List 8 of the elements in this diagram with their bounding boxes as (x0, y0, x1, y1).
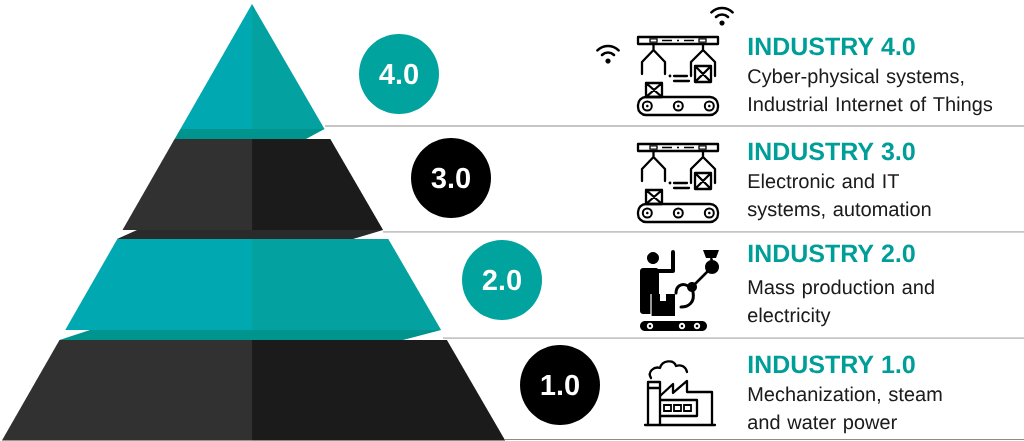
heading: INDUSTRY 4.0 (748, 37, 915, 56)
description: Electronic and IT systems, automation (747, 173, 931, 221)
description: Cyber-physical systems, Industrial Internet of Things (748, 68, 993, 116)
description: Mechanization, steam and water power (748, 386, 942, 434)
heading: INDUSTRY 2.0 (748, 244, 915, 263)
description: Mass production and electricity (748, 279, 934, 327)
heading: INDUSTRY 3.0 (748, 142, 915, 161)
heading: INDUSTRY 1.0 (748, 355, 915, 374)
